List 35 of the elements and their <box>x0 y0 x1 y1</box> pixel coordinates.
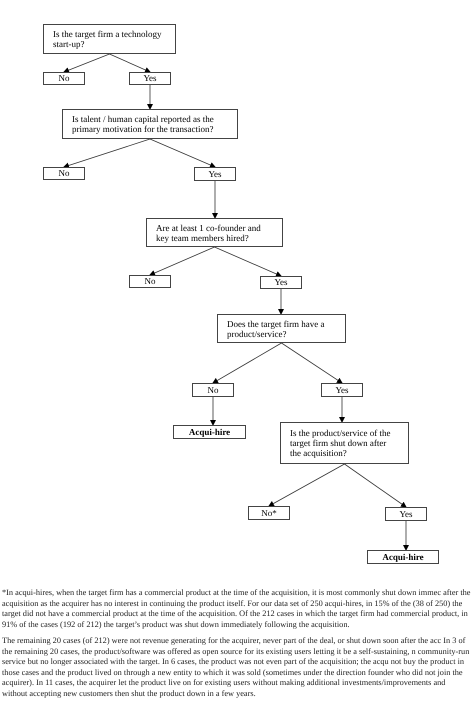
arrow <box>403 520 409 551</box>
arrow <box>149 246 215 276</box>
answer-box: Yes <box>260 276 302 289</box>
question-box: Is the product/service of the target firm shut down after the acquisition? <box>280 422 409 464</box>
answer-box: No* <box>248 506 290 520</box>
outcome-box: Acqui-hire <box>367 550 439 564</box>
arrow <box>344 464 407 508</box>
question-box: Is the target firm a technology start-up? <box>43 24 176 54</box>
arrow <box>63 54 110 73</box>
outcome-box: Acqui-hire <box>173 425 246 439</box>
answer-box: Yes <box>385 507 427 521</box>
answer-box: No <box>129 275 171 288</box>
arrow <box>339 396 345 423</box>
arrow <box>63 138 150 168</box>
footnote: The remaining 20 cases (of 212) were not revenue generating for the acquirer, never part of the deal, or shut down soon after the acc In 3 of the remaining 20 cases, the product/software was offered as open source for its existing users letting it be a self-sustaining, n community-run service but no longer associated with the target. In 6 cases, the product was not even part of the acquisition; the acqu not buy the product in those cases and the product lived on through a new entity to which it was sold (sometimes under the direction founder who did not join the acquirer). In 11 cases, the acquirer let the product live on for existing users without making additional investments/improvements and without accepting new customers then shut the product down in a few years. <box>2 636 470 699</box>
arrow <box>212 180 218 219</box>
arrow <box>150 138 216 168</box>
arrow <box>109 54 151 73</box>
arrow <box>281 342 343 384</box>
arrow <box>214 246 282 277</box>
question-box: Does the target firm have a product/service? <box>217 314 346 343</box>
question-box: Is talent / human capital reported as the primary motivation for the transaction? <box>62 109 238 139</box>
footnote: *In acqui-hires, when the target firm has a commercial product at the time of the acquisition, it is most commonly shut down immec after the acquisition as the acquirer has no interest in continuing the product itself. For our data set of 250 acqui-hires, in 15% of the (38 of 250) the target did not have a commercial product at the time of the acquisition. Of the 212 cases in which the target firm had commercial product, in 91% of the cases (192 of 212) the target’s product was shut down immediately following the acquisition. <box>2 588 472 630</box>
answer-box: No <box>43 167 85 180</box>
answer-box: Yes <box>194 167 236 181</box>
answer-box: Yes <box>321 383 363 397</box>
question-box: Are at least 1 co-founder and key team members hired? <box>146 218 283 247</box>
arrow <box>268 464 345 506</box>
arrow <box>212 342 282 384</box>
arrow <box>278 288 284 315</box>
arrow <box>210 396 216 426</box>
arrow <box>147 84 153 110</box>
answer-box: Yes <box>129 72 171 85</box>
answer-box: No <box>43 72 85 85</box>
answer-box: No <box>192 383 234 397</box>
